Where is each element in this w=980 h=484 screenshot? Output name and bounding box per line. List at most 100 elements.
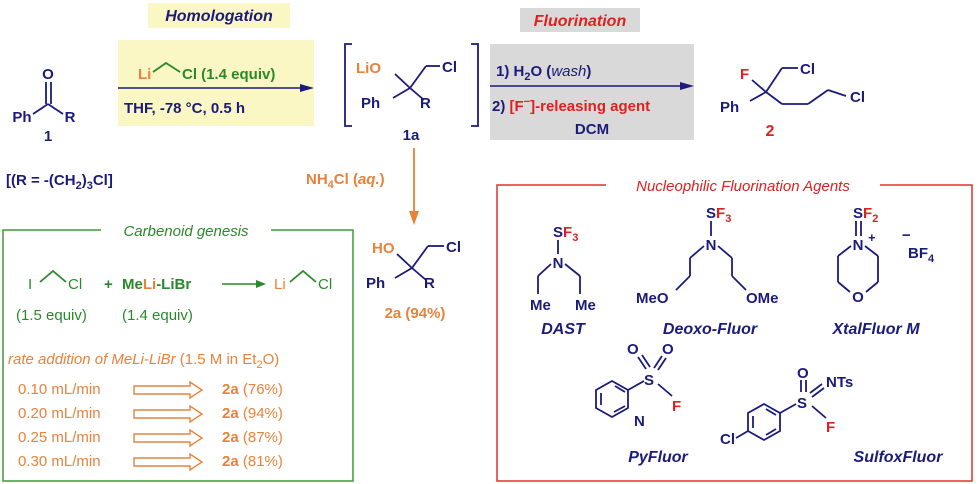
pyfluor-o1: O <box>627 341 639 358</box>
xtal-plus: + <box>868 230 876 245</box>
rate-value: 0.30 mL/min <box>18 453 101 470</box>
product2a-label: 2a (94%) <box>385 305 446 322</box>
homologation-cl: Cl (1.4 equiv) <box>182 66 275 83</box>
xtal-name: XtalFluor M <box>831 321 920 338</box>
product2a-ph: Ph <box>366 275 385 292</box>
product2a-ho: HO <box>372 240 395 257</box>
carbenoid-title: Carbenoid genesis <box>123 223 249 240</box>
sulfox-f: F <box>826 419 835 436</box>
dast-me2: Me <box>575 297 596 314</box>
rate-heading: rate addition of MeLi-LiBr (1.5 M in Et2… <box>8 351 279 371</box>
deoxo-fluor-structure: SF3 N MeO OMe Deoxo-Fluor <box>636 205 779 338</box>
intermediate-lio: LiO <box>356 60 381 77</box>
carbenoid-li-product: Li <box>274 276 286 293</box>
dast-me1: Me <box>530 297 551 314</box>
dast-structure: SF3 N Me Me DAST <box>530 224 596 338</box>
fluorination-solvent: DCM <box>575 121 609 138</box>
xtal-n: N <box>853 237 864 254</box>
carbenoid-cl-product: Cl <box>318 276 332 293</box>
carbenoid-equiv2: (1.4 equiv) <box>122 307 193 324</box>
fluorination-conditions-bg <box>490 44 694 140</box>
intermediate-r: R <box>420 95 431 112</box>
product-2: F Cl Cl Ph 2 <box>720 61 865 140</box>
homologation-title-bg <box>148 3 290 28</box>
sulfox-o: O <box>797 365 809 382</box>
intermediate-ph: Ph <box>361 95 380 112</box>
pyfluor-f: F <box>672 398 681 415</box>
rate-yield: 2a (81%) <box>222 453 283 470</box>
sulfox-cl: Cl <box>720 431 735 448</box>
carbenoid-cl: Cl <box>68 276 82 293</box>
product2-cl2: Cl <box>850 89 865 106</box>
deoxo-ome: OMe <box>746 290 779 307</box>
pyfluor-name: PyFluor <box>628 449 688 466</box>
rate-arrow <box>133 380 204 400</box>
r-definition: [(R = -(CH2)3Cl] <box>6 172 113 192</box>
fluorination-agents-box: Nucleophilic Fluorination Agents SF3 N M… <box>496 176 973 482</box>
pyfluor-s: S <box>644 372 654 389</box>
product2-cl1: Cl <box>800 61 815 78</box>
carbenoid-genesis-box: Carbenoid genesis I Cl + MeLi-LiBr Li Cl… <box>2 221 354 482</box>
homologation-li: Li <box>138 66 151 83</box>
fluorination-title-bg <box>520 8 640 32</box>
rate-arrow <box>133 428 204 448</box>
intermediate-cl: Cl <box>442 59 457 76</box>
deoxo-name: Deoxo-Fluor <box>663 321 758 338</box>
deoxo-meo: MeO <box>636 290 669 307</box>
fluorination-step2: 2) [F−]-releasing agent <box>492 96 650 115</box>
intermediate-label: 1a <box>403 127 420 144</box>
homologation-conditions: THF, -78 °C, 0.5 h <box>124 100 245 117</box>
carbenoid-equiv1: (1.5 equiv) <box>16 307 87 324</box>
rate-value: 0.25 mL/min <box>18 429 101 446</box>
pyfluor-structure: N S O O F PyFluor <box>595 341 689 466</box>
xtalfluor-structure: SF2 N + O − BF4 XtalFluor M <box>831 205 935 338</box>
intermediate-1a: LiO Cl Ph R 1a <box>344 43 479 144</box>
deoxo-s: SF3 <box>706 205 731 225</box>
dast-s: SF3 <box>553 224 578 244</box>
sulfox-nts: NTs <box>826 374 853 391</box>
dast-n: N <box>553 255 564 272</box>
fluorination-title: Fluorination <box>534 13 627 30</box>
rate-value: 0.20 mL/min <box>18 405 101 422</box>
product2-label: 2 <box>766 123 775 140</box>
rate-arrow <box>133 404 204 424</box>
sulfoxfluor-structure: Cl S O NTs F SulfoxFluor <box>720 365 943 466</box>
sulfox-s: S <box>797 395 807 412</box>
dast-name: DAST <box>541 321 586 338</box>
product-2a: HO Cl Ph R 2a (94%) <box>366 239 461 322</box>
product2-f: F <box>740 66 749 83</box>
rate-row-1: 0.10 mL/min 2a (76%) <box>18 380 283 400</box>
rate-yield: 2a (76%) <box>222 381 283 398</box>
homologation-title: Homologation <box>165 8 273 25</box>
carbenoid-iodo: I <box>28 276 32 293</box>
rate-value: 0.10 mL/min <box>18 381 101 398</box>
ketone-oxygen: O <box>42 66 54 83</box>
rate-row-3: 0.25 mL/min 2a (87%) <box>18 428 283 448</box>
rate-yield: 2a (94%) <box>222 405 283 422</box>
product2a-r: R <box>424 275 435 292</box>
carbenoid-plus: + <box>104 276 113 293</box>
ketone-label: 1 <box>44 128 52 145</box>
homologation-conditions-bg <box>118 40 314 126</box>
xtal-bf4: BF4 <box>908 245 935 265</box>
rate-yield: 2a (87%) <box>222 429 283 446</box>
agents-title: Nucleophilic Fluorination Agents <box>636 178 850 195</box>
fluorination-step1: 1) H2O (wash) <box>496 63 591 83</box>
deoxo-n: N <box>706 237 717 254</box>
xtal-o: O <box>852 289 864 306</box>
xtal-s: SF2 <box>853 205 878 225</box>
homologation-ch2-bond <box>152 61 181 73</box>
ketone-1: O Ph R 1 <box>12 66 75 145</box>
product2-ph: Ph <box>720 99 739 116</box>
product2a-cl: Cl <box>446 239 461 256</box>
carbenoid-meli: MeLi-LiBr <box>122 276 191 293</box>
pyfluor-n: N <box>634 413 645 430</box>
xtal-minus: − <box>902 227 911 244</box>
ketone-ph: Ph <box>12 109 31 126</box>
quench-reagent: NH4Cl (aq.) <box>306 171 385 191</box>
ketone-r: R <box>65 109 76 126</box>
rate-row-4: 0.30 mL/min 2a (81%) <box>18 452 283 472</box>
pyfluor-o2: O <box>662 341 674 358</box>
